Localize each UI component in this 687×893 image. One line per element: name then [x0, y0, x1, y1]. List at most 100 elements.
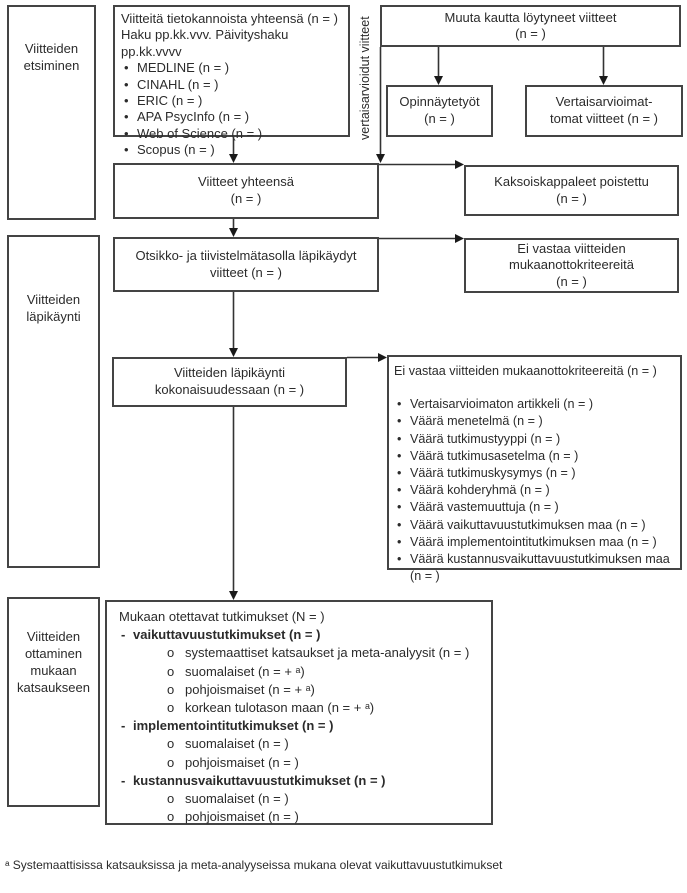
exclusion-reason-item: • Vertaisarvioimaton artikkeli (n = ) [394, 396, 674, 413]
title-abstract-line1: Otsikko- ja tiivistelmätasolla läpikäydy… [135, 247, 357, 263]
included-studies-title: Mukaan otettavat tutkimukset (N = ) [119, 609, 325, 624]
full-screening-line2: kokonaisuudessaan (n = ) [154, 382, 305, 397]
included-group-implementation-subs: o suomalaiset (n = ) o pohjoismaiset (n … [119, 735, 483, 771]
databases-list-item-label: ERIC (n = ) [137, 93, 203, 109]
databases-title: Viitteitä tietokannoista yhteensä (n = ) [121, 11, 338, 26]
theses-box: Opinnäytetyöt (n = ) [386, 85, 493, 137]
arrowhead-down-icon [599, 76, 608, 85]
arrowhead-down-icon [229, 591, 238, 600]
circle-marker-icon: o [167, 809, 175, 825]
bullet-icon: • [397, 431, 402, 446]
included-sub-item: o pohjoismaiset (n = ) [119, 754, 483, 772]
exclusion-reason-item: • Väärä vaikuttavuustutkimuksen maa (n =… [394, 517, 674, 534]
dash-icon: - [121, 772, 126, 788]
bullet-icon: • [397, 466, 402, 481]
databases-list-item: • APA PsycInfo (n = ) [121, 109, 342, 125]
bullet-icon: • [124, 142, 129, 158]
peer-reviewed-rotated-label: vertaisarvioidut viitteet [358, 16, 372, 140]
databases-list-item-label: CINAHL (n = ) [137, 76, 219, 92]
included-sub-item: o systemaattiset katsaukset ja meta-anal… [119, 644, 483, 662]
databases-list-item: • Web of Science (n = ) [121, 126, 342, 142]
included-sub-item-label: suomalaiset (n = ) [185, 736, 289, 752]
arrowhead-right-icon [455, 160, 464, 169]
total-references-box: Viitteet yhteensä (n = ) [113, 163, 379, 219]
other-sources-count: (n = ) [515, 26, 546, 41]
included-sub-item: o suomalaiset (n = ) [119, 790, 483, 808]
bullet-icon: • [397, 552, 402, 567]
exclusion-reason-item: • Väärä kustannusvaikuttavuustutkimuksen… [394, 551, 674, 585]
duplicates-removed-count: (n = ) [556, 190, 587, 206]
databases-list-item: • ERIC (n = ) [121, 93, 342, 109]
duplicates-removed-box: Kaksoiskappaleet poistettu (n = ) [464, 165, 679, 216]
exclusion-reason-item: • Väärä menetelmä (n = ) [394, 413, 674, 430]
databases-list-item-label: MEDLINE (n = ) [137, 60, 230, 76]
title-abstract-line2: viitteet (n = ) [210, 264, 282, 280]
arrowhead-down-icon [434, 76, 443, 85]
included-sub-item-label: korkean tulotason maan (n = + ᵃ) [185, 700, 375, 716]
dash-icon: - [121, 627, 126, 643]
criteria-not-met-line2: mukaanottokriteereitä [508, 257, 634, 273]
included-sub-item-label: suomalaiset (n = ) [185, 791, 289, 807]
circle-marker-icon: o [167, 791, 175, 807]
exclusion-reason-item: • Väärä tutkimusasetelma (n = ) [394, 448, 674, 465]
full-screening-box: Viitteiden läpikäynti kokonaisuudessaan … [112, 357, 347, 407]
total-references-label: Viitteet yhteensä [198, 174, 294, 190]
stage-label: Viitteiden etsiminen [23, 41, 80, 73]
databases-box: Viitteitä tietokannoista yhteensä (n = )… [113, 5, 350, 157]
arrowhead-right-icon [455, 234, 464, 243]
exclusion-reason-item: • Väärä kohderyhmä (n = ) [394, 482, 674, 499]
other-sources-label: Muuta kautta löytyneet viitteet [444, 10, 617, 25]
stage-box-inclusion: Viitteiden ottaminen mukaan katsaukseen [7, 597, 100, 807]
databases-list-item-label: APA PsycInfo (n = ) [137, 109, 250, 125]
included-sub-item-label: pohjoismaiset (n = + ᵃ) [185, 681, 315, 697]
dash-icon: - [121, 718, 126, 734]
included-group-cost-effectiveness: - kustannusvaikuttavuustutkimukset (n = … [119, 772, 483, 790]
theses-label: Opinnäytetyöt [399, 94, 480, 110]
exclusion-reason-label: Väärä kustannusvaikuttavuustutkimuksen m… [410, 552, 670, 584]
included-group-effectiveness: - vaikuttavuustutkimukset (n = ) [119, 626, 483, 644]
non-peer-reviewed-box: Vertaisarvioimat- tomat viitteet (n = ) [525, 85, 683, 137]
criteria-not-met-line1: Ei vastaa viitteiden [517, 240, 626, 256]
included-group-label: implementointitutkimukset (n = ) [133, 718, 334, 734]
stage-box-identification: Viitteiden etsiminen [7, 5, 96, 220]
arrowhead-right-icon [378, 353, 387, 362]
circle-marker-icon: o [167, 736, 175, 752]
arrowhead-down-icon [229, 228, 238, 237]
bullet-icon: • [124, 93, 129, 109]
exclusion-reason-label: Väärä tutkimuskysymys (n = ) [410, 466, 576, 481]
exclusion-reason-label: Väärä kohderyhmä (n = ) [410, 483, 550, 498]
included-studies-box: Mukaan otettavat tutkimukset (N = ) - va… [105, 600, 493, 825]
exclusion-reasons-list: • Vertaisarvioimaton artikkeli (n = ) • … [394, 396, 674, 585]
theses-count: (n = ) [424, 111, 455, 126]
other-sources-box: Muuta kautta löytyneet viitteet (n = ) [380, 5, 681, 47]
title-abstract-screened-box: Otsikko- ja tiivistelmätasolla läpikäydy… [113, 237, 379, 292]
non-peer-reviewed-label-line2: tomat viitteet (n = ) [549, 111, 658, 126]
exclusion-reason-label: Väärä tutkimusasetelma (n = ) [410, 448, 579, 463]
included-sub-item: o suomalaiset (n = + ᵃ) [119, 663, 483, 681]
circle-marker-icon: o [167, 645, 175, 661]
included-group-label: kustannusvaikuttavuustutkimukset (n = ) [133, 772, 386, 788]
included-sub-item: o suomalaiset (n = ) [119, 735, 483, 753]
full-screening-line1: Viitteiden läpikäynti [173, 365, 286, 381]
exclusion-reason-item: • Väärä vastemuuttuja (n = ) [394, 499, 674, 516]
footnote: ᵃ Systemaattisissa katsauksissa ja meta-… [5, 858, 503, 872]
bullet-icon: • [397, 534, 402, 549]
stage-box-screening: Viitteiden läpikäynti [7, 235, 100, 568]
exclusion-reasons-title: Ei vastaa viitteiden mukaanottokriteerei… [394, 364, 657, 378]
databases-list: • MEDLINE (n = ) • CINAHL (n = ) • ERIC … [121, 60, 342, 158]
circle-marker-icon: o [167, 700, 175, 716]
exclusion-reason-label: Vertaisarvioimaton artikkeli (n = ) [410, 397, 594, 412]
circle-marker-icon: o [167, 681, 175, 697]
exclusion-reason-label: Väärä vaikuttavuustutkimuksen maa (n = ) [410, 517, 646, 532]
stage-label: Viitteiden ottaminen mukaan katsaukseen [17, 629, 90, 695]
bullet-icon: • [397, 483, 402, 498]
databases-list-item: • MEDLINE (n = ) [121, 60, 342, 76]
exclusion-reason-label: Väärä menetelmä (n = ) [410, 414, 543, 429]
arrowhead-down-icon [376, 154, 385, 163]
bullet-icon: • [397, 448, 402, 463]
included-group-implementation: - implementointitutkimukset (n = ) [119, 717, 483, 735]
criteria-not-met-count: (n = ) [556, 273, 587, 289]
bullet-icon: • [397, 414, 402, 429]
exclusion-reason-label: Väärä implementointitutkimuksen maa (n =… [410, 534, 657, 549]
